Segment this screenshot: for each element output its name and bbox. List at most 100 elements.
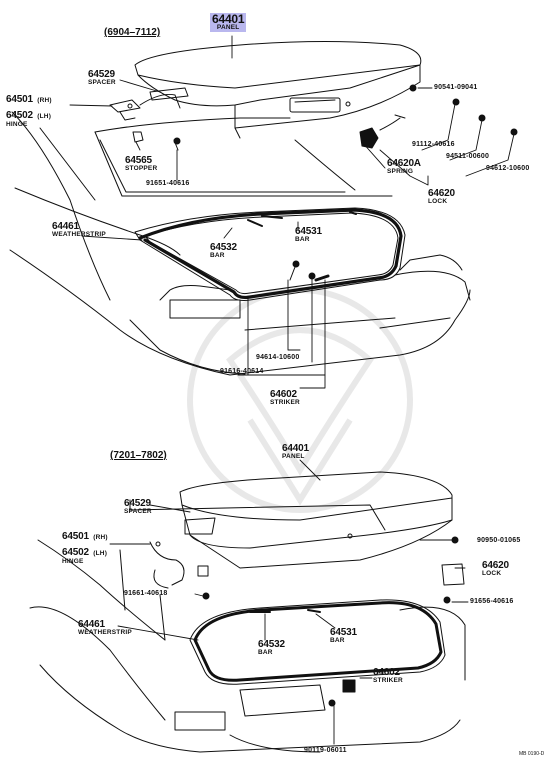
- striker-bottom: [342, 679, 356, 693]
- part-name: LOCK: [428, 198, 448, 205]
- part-number: 64529: [124, 498, 151, 509]
- part-number: 64565: [125, 155, 152, 166]
- callout-striker-bottom: 64602 STRIKER: [373, 668, 403, 685]
- callout-panel-bottom: 64401 PANEL: [282, 444, 309, 461]
- part-name: PANEL: [282, 453, 305, 460]
- section-years-bottom: (7201–7802): [110, 450, 167, 461]
- callout-bolt-90541-top: 90541-09041: [434, 84, 478, 91]
- figure-code: MB 0190-D: [519, 751, 545, 757]
- part-number: 64620: [428, 188, 455, 199]
- part-name: LOCK: [482, 570, 502, 577]
- callout-spring-top: 64620A SPRING: [387, 159, 421, 176]
- callout-stopper-top: 64565 STOPPER: [125, 156, 157, 173]
- part-name: SPRING: [387, 168, 414, 175]
- part-name: SPACER: [88, 79, 116, 86]
- callout-striker-top: 64602 STRIKER: [270, 390, 300, 407]
- part-name: HINGE: [62, 558, 84, 565]
- part-number: 64620A: [387, 158, 421, 169]
- part-name: WEATHERSTRIP: [78, 629, 132, 636]
- part-number: 64531: [295, 226, 322, 237]
- part-number: 64461: [52, 221, 79, 232]
- rear-window-top: [94, 117, 393, 197]
- callout-bar-64532-bottom: 64532 BAR: [258, 640, 285, 657]
- car-body-top: [9, 111, 471, 376]
- trunk-opening-bottom: [189, 599, 446, 685]
- part-name: SPACER: [124, 508, 152, 515]
- bolt-90541-top: [409, 84, 417, 92]
- part-number: 64401: [282, 443, 309, 454]
- panel-lid-bottom: [179, 471, 453, 569]
- part-number: 64602: [373, 667, 400, 678]
- part-number: 64620: [482, 560, 509, 571]
- side-lh: (LH): [93, 550, 108, 557]
- bolt-91112-top: [452, 98, 460, 106]
- part-name: BAR: [330, 637, 345, 644]
- part-number: 64531: [330, 627, 357, 638]
- callout-bolt-91651-top: 91651-40616: [146, 180, 190, 187]
- callout-panel-top: 64401 PANEL: [210, 12, 247, 32]
- lock-top: [359, 114, 406, 149]
- part-number: 64529: [88, 69, 115, 80]
- spacer-bottom: [184, 517, 216, 535]
- weatherstrip-top: [138, 208, 403, 300]
- callout-nut-94612-top: 94612-10600: [486, 165, 530, 172]
- callout-bolt-91656-bottom: 91656-40616: [470, 598, 514, 605]
- side-rh: (RH): [93, 534, 108, 541]
- part-name: WEATHERSTRIP: [52, 231, 106, 238]
- lock-bottom: [441, 563, 465, 586]
- hinge-bottom: [149, 541, 209, 589]
- trunk-opening-top: [134, 207, 406, 301]
- weatherstrip-bottom: [193, 601, 443, 682]
- striker-top: [314, 274, 330, 282]
- bar-64531-bottom: [307, 609, 321, 613]
- part-name: BAR: [210, 252, 225, 259]
- bolt-91661-bottom: [202, 592, 210, 600]
- part-name: BAR: [258, 649, 273, 656]
- part-number: 64461: [78, 619, 105, 630]
- callout-hinge-bottom: 64501 (RH) 64502 (LH) HINGE: [62, 527, 108, 566]
- nut-94614-top: [292, 260, 300, 268]
- part-name: HINGE: [6, 121, 28, 128]
- part-number-rh: 64501: [62, 531, 89, 542]
- stopper-top: [132, 131, 144, 143]
- part-name: STRIKER: [373, 677, 403, 684]
- bolt-91656-bottom: [443, 596, 451, 604]
- bolt-90950-bottom: [451, 536, 459, 544]
- callout-spacer-top: 64529 SPACER: [88, 70, 116, 87]
- part-number-rh: 64501: [6, 94, 33, 105]
- hinge-top: [109, 94, 181, 121]
- callout-bolt-90950-bottom: 90950-01065: [477, 537, 521, 544]
- bar-64532-top: [247, 219, 263, 227]
- side-rh: (RH): [37, 97, 52, 104]
- bolt-91651-head-top: [173, 137, 181, 145]
- spacer-top: [149, 87, 189, 101]
- part-name: PANEL: [210, 24, 247, 32]
- bar-64531-top: [261, 215, 283, 219]
- callout-nut-94614-top: 94614-10600: [256, 354, 300, 361]
- callout-spacer-bottom: 64529 SPACER: [124, 499, 152, 516]
- callout-weatherstrip-top: 64461 WEATHERSTRIP: [52, 222, 106, 239]
- callout-weatherstrip-bottom: 64461 WEATHERSTRIP: [78, 620, 132, 637]
- part-number-lh: 64502: [62, 547, 89, 558]
- callout-bolt-91112-top: 91112-40616: [412, 141, 455, 148]
- leader-lines-top: [69, 35, 515, 389]
- part-name: STRIKER: [270, 399, 300, 406]
- callout-bar-64531-bottom: 64531 BAR: [330, 628, 357, 645]
- callout-bar-64531-top: 64531 BAR: [295, 227, 322, 244]
- callout-lock-top: 64620 LOCK: [428, 189, 455, 206]
- callout-hinge-top: 64501 (RH) 64502 (LH) HINGE: [6, 90, 52, 129]
- side-lh: (LH): [37, 113, 52, 120]
- section-years-top: (6904–7112): [104, 27, 161, 38]
- callout-bolt-91661-bottom: 91661-40618: [124, 590, 168, 597]
- callout-bolt-90119-bottom: 90119-06011: [304, 747, 347, 754]
- callout-nut-94511-top: 94511-00600: [446, 153, 490, 160]
- part-number: 64602: [270, 389, 297, 400]
- car-body-bottom: [29, 499, 466, 753]
- part-number: 64401: [210, 12, 247, 26]
- leader-lines-bottom: [109, 459, 469, 745]
- bolt-90119-bottom: [328, 699, 336, 707]
- callout-lock-bottom: 64620 LOCK: [482, 561, 509, 578]
- callout-bolt-91616-top: 91616-40614: [220, 368, 264, 375]
